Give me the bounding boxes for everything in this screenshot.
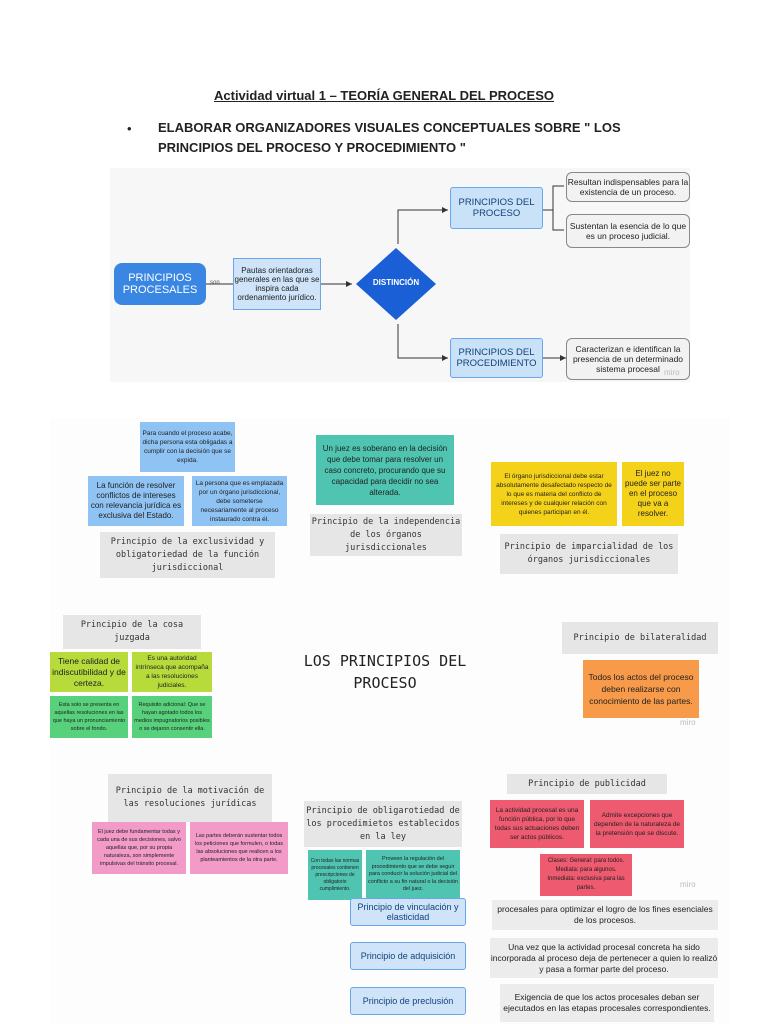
bilateralidad-note: Todos los actos del proceso deben realiz… bbox=[583, 660, 699, 718]
miro-watermark-2: miro bbox=[680, 718, 696, 727]
bilateralidad-label: Principio de bilateralidad bbox=[562, 622, 718, 654]
miro-watermark-3: miro bbox=[680, 880, 696, 889]
vinculacion-desc: procesales para optimizar el logro de lo… bbox=[492, 900, 718, 930]
exclusividad-note-1: Para cuando el proceso acabe, dicha pers… bbox=[140, 422, 235, 472]
independencia-note: Un juez es soberano en la decisión que d… bbox=[316, 435, 454, 505]
obligatoriedad-note-1: Con todas las normas procesales contiene… bbox=[308, 850, 362, 900]
publicidad-note-1: La actividad procesal es una función púb… bbox=[490, 800, 584, 848]
cosa-juzgada-label: Principio de la cosa juzgada bbox=[63, 615, 201, 649]
vinculacion-box: Principio de vinculación y elasticidad bbox=[350, 898, 466, 926]
diamond-shape bbox=[356, 248, 436, 320]
exclusividad-note-3: La persona que es emplazada por un órgan… bbox=[192, 476, 287, 526]
obligatoriedad-label: Principio de obligarotiedad de los proce… bbox=[304, 801, 462, 847]
imparcialidad-note-1: El órgano jurisdiccional debe estar abso… bbox=[491, 462, 617, 526]
page-title: Actividad virtual 1 – TEORÍA GENERAL DEL… bbox=[214, 88, 554, 103]
cosa-juzgada-note-4: Requisito adicional: Que se hayan agotad… bbox=[132, 696, 212, 738]
miro-watermark: miro bbox=[664, 368, 680, 377]
motivacion-note-2: Las partes deberán sustentar todos los p… bbox=[190, 822, 288, 874]
principios-procedimiento-box: PRINCIPIOS DEL PROCEDIMIENTO bbox=[450, 338, 543, 378]
publicidad-note-3: Clases: General: para todos. Mediata: pa… bbox=[540, 854, 632, 896]
preclusion-box: Principio de preclusión bbox=[350, 987, 466, 1015]
cosa-juzgada-note-1: Tiene calidad de indiscutibilidad y de c… bbox=[50, 652, 128, 692]
principios-proceso-box: PRINCIPIOS DEL PROCESO bbox=[450, 187, 543, 229]
adquisicion-desc: Una vez que la actividad procesal concre… bbox=[490, 938, 718, 978]
exclusividad-note-2: La función de resolver conflictos de int… bbox=[88, 476, 184, 526]
assignment-subtitle: ELABORAR ORGANIZADORES VISUALES CONCEPTU… bbox=[158, 120, 621, 155]
cosa-juzgada-note-2: Es una autoridad intrínseca que acompaña… bbox=[132, 652, 212, 692]
publicidad-label: Principio de publicidad bbox=[507, 774, 667, 794]
cosa-juzgada-note-3: Esta solo se presenta en aquellas resolu… bbox=[50, 696, 128, 738]
exclusividad-label: Principio de la exclusividad y obligator… bbox=[100, 532, 275, 578]
obligatoriedad-note-2: Proveen la regulación del procedimiento … bbox=[366, 850, 460, 900]
resultan-box: Resultan indispensables para la existenc… bbox=[566, 172, 690, 202]
distincion-diamond: DISTINCIÓN bbox=[356, 248, 436, 320]
connector-label-son: son bbox=[210, 280, 220, 286]
imparcialidad-note-2: El juez no puede ser parte en el proceso… bbox=[622, 462, 684, 526]
motivacion-note-1: El juez debe fundamentar todas y cada un… bbox=[92, 822, 186, 874]
mindmap-center-title: LOS PRINCIPIOS DEL PROCESO bbox=[303, 652, 467, 692]
distincion-label: DISTINCIÓN bbox=[372, 278, 420, 287]
principios-procesales-box: PRINCIPIOS PROCESALES bbox=[114, 263, 206, 305]
independencia-label: Principio de la independencia de los órg… bbox=[310, 514, 462, 556]
motivacion-label: Principio de la motivación de las resolu… bbox=[108, 774, 272, 822]
sustentan-box: Sustentan la esencia de lo que es un pro… bbox=[566, 214, 690, 248]
pautas-box: Pautas orientadoras generales en las que… bbox=[233, 258, 321, 310]
publicidad-note-2: Admite excepciones que dependen de la na… bbox=[590, 800, 684, 848]
imparcialidad-label: Principio de imparcialidad de los órgano… bbox=[500, 534, 678, 574]
preclusion-desc: Exigencia de que los actos procesales de… bbox=[500, 984, 714, 1022]
bullet-marker: • bbox=[127, 121, 132, 136]
adquisicion-box: Principio de adquisición bbox=[350, 942, 466, 970]
caracterizan-box: Caracterizan e identifican la presencia … bbox=[566, 338, 690, 380]
